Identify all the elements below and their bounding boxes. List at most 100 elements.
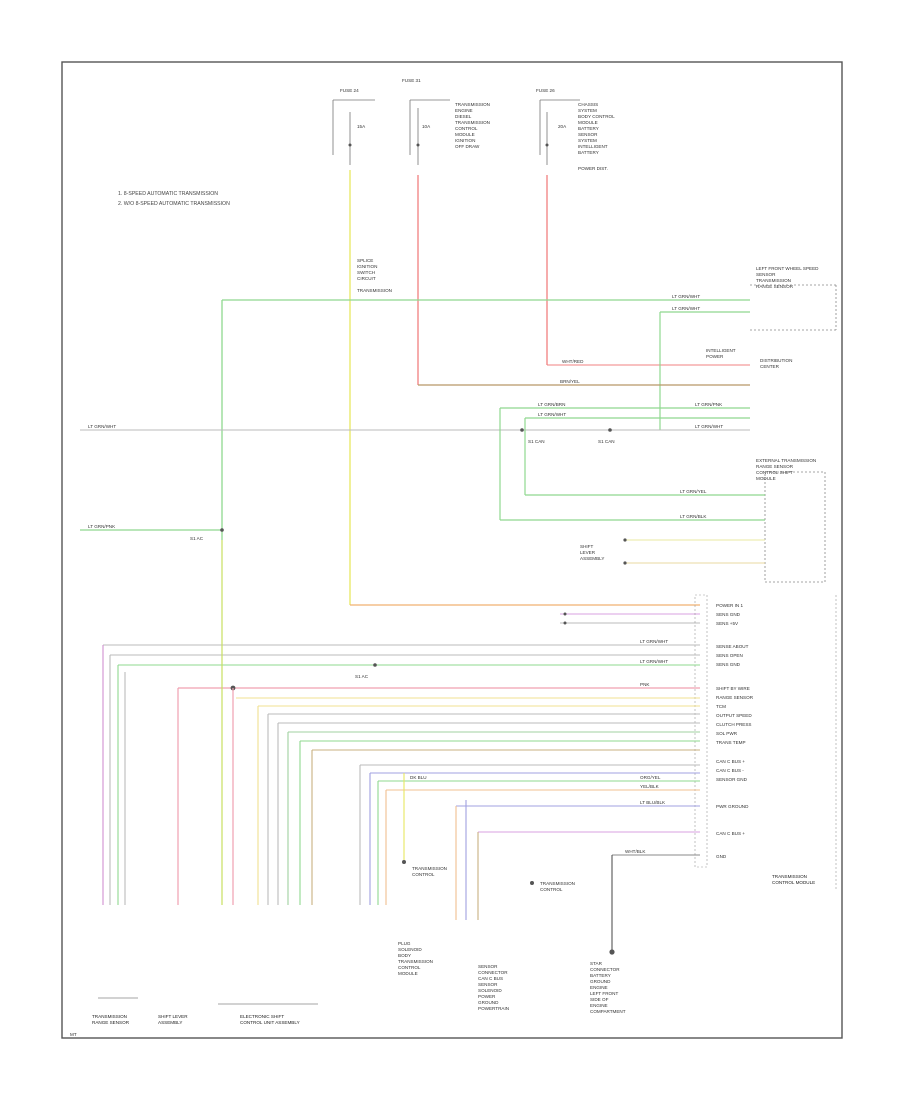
svg-text:SENS GND: SENS GND	[716, 612, 741, 617]
svg-text:SENSOR: SENSOR	[478, 964, 498, 969]
svg-text:TRANSMISSION: TRANSMISSION	[455, 102, 490, 107]
ground-text: STAR CONNECTOR BATTERY GROUND ENGINE LEF…	[590, 961, 626, 1014]
module-bottom-left: TRANSMISSION RANGE SENSOR	[92, 997, 138, 1025]
svg-text:CAN C BUS: CAN C BUS	[478, 976, 503, 981]
fuse-middle: FUSE 31 10A	[402, 78, 450, 165]
svg-text:POWER DIST.: POWER DIST.	[578, 166, 608, 171]
svg-text:CIRCUIT: CIRCUIT	[357, 276, 376, 281]
tcm-connector	[694, 594, 708, 868]
svg-text:ORG/YEL: ORG/YEL	[640, 775, 661, 780]
svg-text:LEFT FRONT WHEEL SPEED: LEFT FRONT WHEEL SPEED	[756, 266, 819, 271]
svg-text:BATTERY: BATTERY	[578, 150, 599, 155]
svg-text:LT GRN/WHT: LT GRN/WHT	[88, 424, 116, 429]
svg-text:BODY CONTROL: BODY CONTROL	[578, 114, 615, 119]
svg-text:ENGINE: ENGINE	[455, 108, 473, 113]
svg-text:S1 CAN: S1 CAN	[598, 439, 615, 444]
svg-text:TRANSMISSION: TRANSMISSION	[92, 1014, 127, 1019]
fuse-middle-name: FUSE 31	[402, 78, 421, 83]
svg-text:SOLENOID: SOLENOID	[398, 947, 422, 952]
svg-text:RANGE SENSOR: RANGE SENSOR	[92, 1020, 130, 1025]
svg-text:TRANSMISSION: TRANSMISSION	[412, 866, 447, 871]
svg-text:SENSOR: SENSOR	[756, 272, 776, 277]
fuse-middle-list: TRANSMISSION ENGINE DIESEL TRANSMISSION …	[455, 102, 490, 149]
svg-text:LT GRN/WHT: LT GRN/WHT	[672, 306, 700, 311]
svg-text:LT GRN/WHT: LT GRN/WHT	[695, 424, 723, 429]
svg-text:GROUND: GROUND	[478, 1000, 499, 1005]
svg-text:CLUTCH PRESS: CLUTCH PRESS	[716, 722, 751, 727]
vertical-drops	[102, 540, 613, 950]
tcm-pin-labels: POWER IN 1 SENS GND SENS +5V SENSE ABOUT…	[716, 603, 754, 859]
wire-label-lt-grn-wht: LT GRN/WHT	[672, 294, 700, 299]
svg-text:SHIFT LEVER: SHIFT LEVER	[158, 1014, 188, 1019]
svg-text:LT GRN/WHT: LT GRN/WHT	[640, 639, 668, 644]
svg-text:BODY: BODY	[398, 953, 411, 958]
svg-text:LT GRN/YEL: LT GRN/YEL	[680, 489, 707, 494]
diagram-frame	[61, 61, 843, 1039]
svg-text:PNK: PNK	[640, 682, 650, 687]
svg-text:ENGINE: ENGINE	[590, 985, 608, 990]
svg-text:TRANSMISSION: TRANSMISSION	[756, 278, 791, 283]
svg-text:GROUND: GROUND	[590, 979, 611, 984]
svg-text:SENS GND: SENS GND	[716, 662, 741, 667]
svg-text:LT GRN/WHT: LT GRN/WHT	[538, 412, 566, 417]
svg-text:DIESEL: DIESEL	[455, 114, 472, 119]
harness-lines	[103, 644, 700, 856]
svg-text:BATTERY: BATTERY	[590, 973, 611, 978]
svg-text:CONNECTOR: CONNECTOR	[478, 970, 508, 975]
svg-text:LEFT FRONT: LEFT FRONT	[590, 991, 618, 996]
svg-text:TRANSMISSION: TRANSMISSION	[357, 288, 392, 293]
ground-point	[609, 949, 615, 955]
fuse-right: FUSE 26 20A	[536, 88, 580, 165]
svg-text:SOL PWR: SOL PWR	[716, 731, 738, 736]
svg-text:TRANS TEMP: TRANS TEMP	[716, 740, 746, 745]
svg-text:SOLENOID: SOLENOID	[478, 988, 502, 993]
svg-text:LT GRN/BRN: LT GRN/BRN	[538, 402, 565, 407]
svg-text:CONNECTOR: CONNECTOR	[590, 967, 620, 972]
svg-text:TRANSMISSION: TRANSMISSION	[398, 959, 433, 964]
svg-text:IGNITION: IGNITION	[357, 264, 377, 269]
svg-text:SENS +5V: SENS +5V	[716, 621, 739, 626]
svg-text:SHIFT: SHIFT	[580, 544, 593, 549]
svg-text:STAR: STAR	[590, 961, 603, 966]
fuse-right-rating: 20A	[558, 124, 567, 129]
svg-text:YEL/BLK: YEL/BLK	[640, 784, 660, 789]
svg-text:ASSEMBLY: ASSEMBLY	[158, 1020, 182, 1025]
svg-text:MODULE: MODULE	[578, 120, 598, 125]
module-bottom-right: TRANSMISSION CONTROL MODULE	[772, 874, 815, 885]
svg-text:CENTER: CENTER	[760, 364, 780, 369]
svg-text:RANGE SENSOR: RANGE SENSOR	[756, 464, 794, 469]
svg-text:LT BLU/BLK: LT BLU/BLK	[640, 800, 666, 805]
svg-text:DK BLU: DK BLU	[410, 775, 427, 780]
svg-text:CAN C BUS +: CAN C BUS +	[716, 759, 745, 764]
svg-text:SWITCH: SWITCH	[357, 270, 375, 275]
fuse-left-name: FUSE 24	[340, 88, 359, 93]
svg-text:ELECTRONIC SHIFT: ELECTRONIC SHIFT	[240, 1014, 284, 1019]
svg-text:GND: GND	[716, 854, 727, 859]
svg-text:S1 AC: S1 AC	[190, 536, 204, 541]
svg-text:CAN C BUS +: CAN C BUS +	[716, 831, 745, 836]
svg-text:CONTROL SHIFT: CONTROL SHIFT	[756, 470, 793, 475]
svg-text:SENSOR GND: SENSOR GND	[716, 777, 748, 782]
svg-text:CONTROL: CONTROL	[398, 965, 421, 970]
svg-text:ASSEMBLY: ASSEMBLY	[580, 556, 604, 561]
svg-text:CAN C BUS -: CAN C BUS -	[716, 768, 744, 773]
svg-text:SENSOR: SENSOR	[478, 982, 498, 987]
svg-text:CHASSIS: CHASSIS	[578, 102, 598, 107]
svg-text:PWR GROUND: PWR GROUND	[716, 804, 749, 809]
fuse-middle-rating: 10A	[422, 124, 431, 129]
svg-text:SENS OPEN: SENS OPEN	[716, 653, 743, 658]
svg-text:COMPARTMENT: COMPARTMENT	[590, 1009, 626, 1014]
svg-text:LT GRN/BLK: LT GRN/BLK	[680, 514, 707, 519]
bottom-right-text: SENSOR CONNECTOR CAN C BUS SENSOR SOLENO…	[478, 964, 509, 1011]
svg-text:TRANSMISSION: TRANSMISSION	[455, 120, 490, 125]
svg-text:IGNITION: IGNITION	[455, 138, 475, 143]
svg-text:CONTROL: CONTROL	[412, 872, 435, 877]
footer-code: MT	[70, 1032, 77, 1037]
svg-text:MODULE: MODULE	[756, 476, 776, 481]
svg-text:POWER: POWER	[706, 354, 724, 359]
svg-text:CONTROL MODULE: CONTROL MODULE	[772, 880, 815, 885]
module-bottom-left-mid: SHIFT LEVER ASSEMBLY	[158, 1014, 188, 1025]
svg-text:LEVER: LEVER	[580, 550, 596, 555]
svg-text:SYSTEM: SYSTEM	[578, 138, 597, 143]
svg-text:SIDE OF: SIDE OF	[590, 997, 609, 1002]
